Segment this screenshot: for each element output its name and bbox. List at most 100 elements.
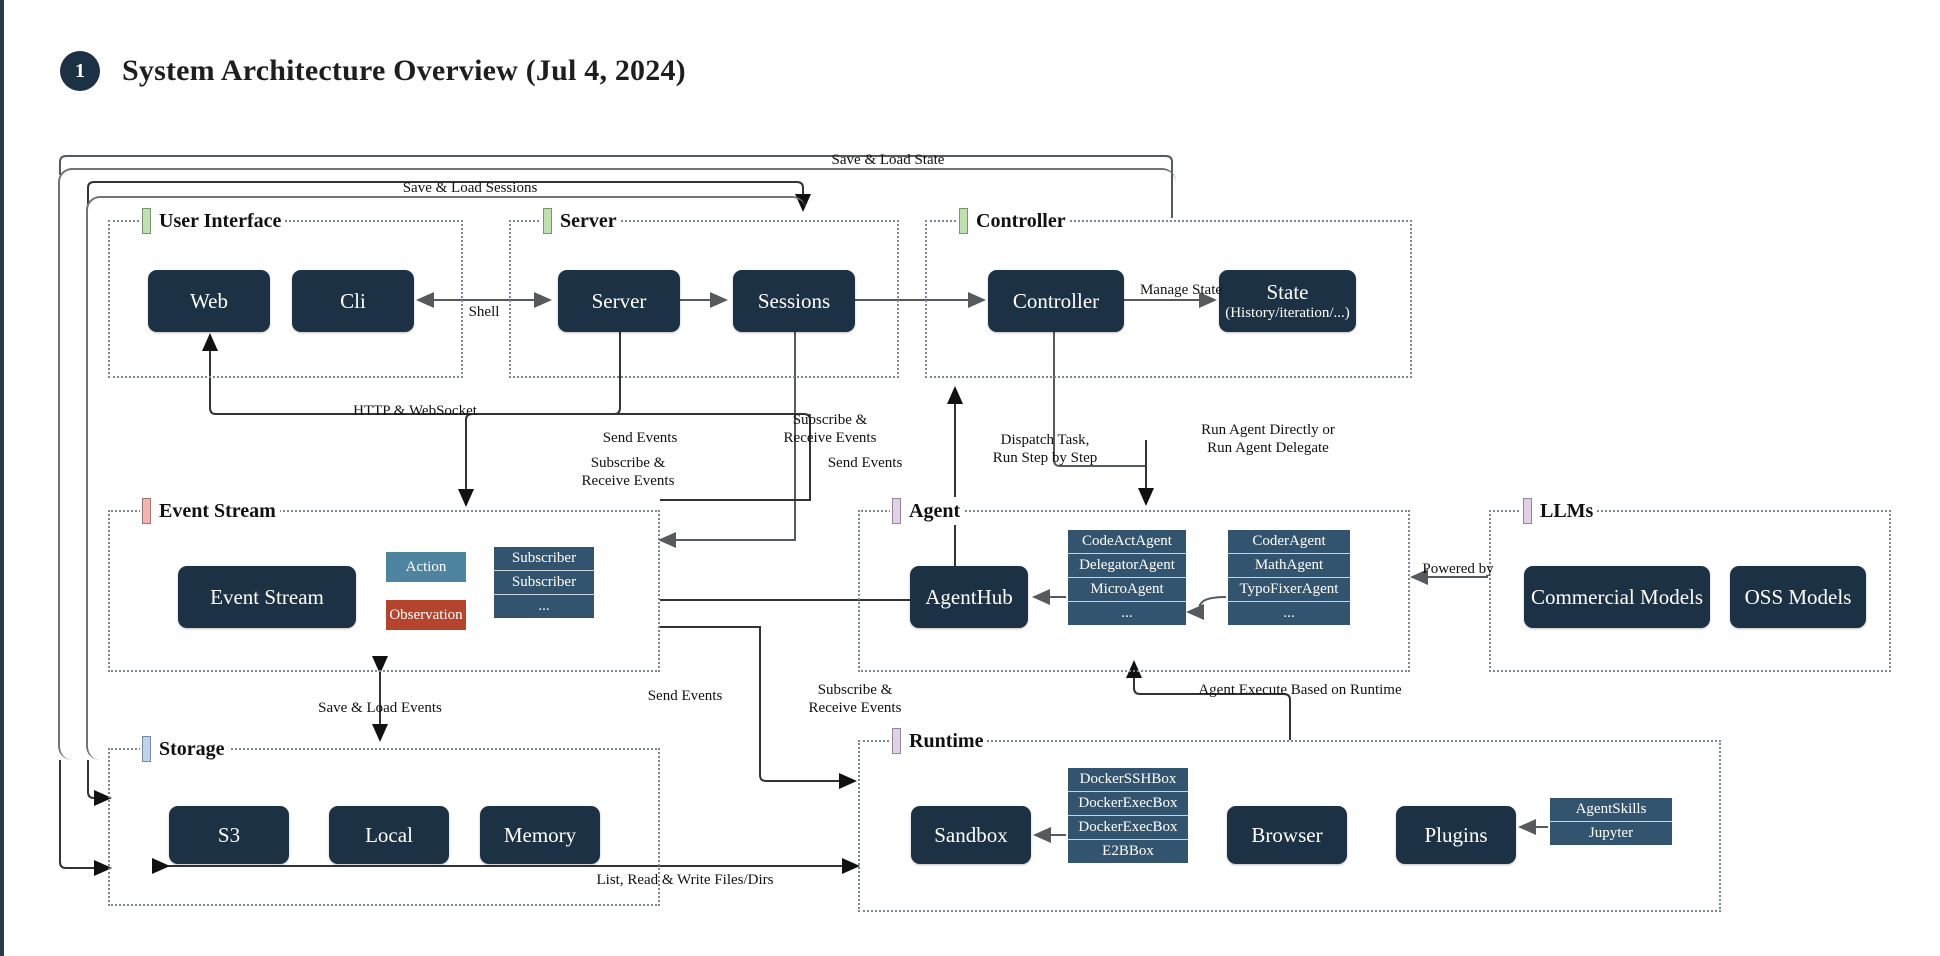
- node-cli[interactable]: Cli: [292, 270, 414, 332]
- node-agent-hub-label: AgentHub: [925, 584, 1013, 609]
- edge-label-powered-by: Powered by: [1422, 561, 1494, 577]
- stack-agents-right-item[interactable]: CoderAgent: [1228, 530, 1350, 554]
- tag-observation[interactable]: Observation: [386, 600, 466, 630]
- group-label-event-stream: Event Stream: [140, 497, 280, 525]
- stack-sandboxes-item[interactable]: DockerExecBox: [1068, 816, 1188, 840]
- group-title-runtime: Runtime: [909, 729, 984, 752]
- group-color-bar-agent: [892, 498, 901, 524]
- node-web[interactable]: Web: [148, 270, 270, 332]
- group-event-stream: Event Stream: [108, 497, 660, 672]
- stack-plugin-items-item[interactable]: AgentSkills: [1550, 798, 1672, 822]
- node-state-label: State: [1266, 279, 1309, 304]
- stack-sandboxes-item[interactable]: DockerExecBox: [1068, 792, 1188, 816]
- group-server: Server: [509, 207, 899, 378]
- group-storage: Storage: [108, 735, 660, 906]
- outer-container-sessions: [86, 196, 806, 760]
- group-llms: LLMs: [1489, 497, 1891, 672]
- node-s3[interactable]: S3: [169, 806, 289, 864]
- group-title-user-interface: User Interface: [159, 209, 282, 232]
- group-user-interface: User Interface: [108, 207, 463, 378]
- edge-label-subscribe-receive-3: Subscribe & Receive Events: [808, 682, 902, 716]
- stack-agents-right-item[interactable]: ...: [1228, 602, 1350, 625]
- node-event-stream-label: Event Stream: [210, 584, 324, 609]
- edge-label-manage-state: Manage State: [1139, 282, 1223, 298]
- stack-subscribers-item[interactable]: ...: [494, 595, 594, 618]
- group-title-event-stream: Event Stream: [159, 499, 276, 522]
- group-title-agent: Agent: [909, 499, 961, 522]
- node-plugins-label: Plugins: [1424, 822, 1488, 847]
- group-title-storage: Storage: [159, 737, 225, 760]
- node-server-label: Server: [591, 288, 647, 313]
- node-memory[interactable]: Memory: [480, 806, 600, 864]
- tag-observation-label: Observation: [389, 606, 463, 623]
- node-oss-models[interactable]: OSS Models: [1730, 566, 1866, 628]
- group-label-controller: Controller: [957, 207, 1070, 235]
- stack-agents-left-item[interactable]: ...: [1068, 602, 1186, 625]
- edge-label-http-websocket: HTTP & WebSocket: [353, 403, 477, 419]
- group-color-bar-controller: [959, 208, 968, 234]
- group-label-user-interface: User Interface: [140, 207, 286, 235]
- group-title-llms: LLMs: [1540, 499, 1594, 522]
- group-title-server: Server: [560, 209, 617, 232]
- stack-agents-right-item[interactable]: TypoFixerAgent: [1228, 578, 1350, 602]
- node-browser[interactable]: Browser: [1227, 806, 1347, 864]
- node-sandbox-label: Sandbox: [934, 822, 1008, 847]
- page-left-rule: [0, 0, 4, 956]
- stack-agents-left-item[interactable]: MicroAgent: [1068, 578, 1186, 602]
- tag-action-label: Action: [405, 558, 447, 575]
- group-color-bar-event-stream: [142, 498, 151, 524]
- node-state-sublabel: (History/iteration/...): [1225, 304, 1350, 321]
- node-web-label: Web: [190, 288, 228, 313]
- node-sessions-label: Sessions: [757, 288, 831, 313]
- stack-sandboxes-item[interactable]: E2BBox: [1068, 840, 1188, 863]
- node-cli-label: Cli: [340, 288, 366, 313]
- stack-agents-left-item[interactable]: DelegatorAgent: [1068, 554, 1186, 578]
- edge-label-dispatch-task: Dispatch Task, Run Step by Step: [992, 432, 1098, 466]
- node-sessions[interactable]: Sessions: [733, 270, 855, 332]
- node-sandbox[interactable]: Sandbox: [911, 806, 1031, 864]
- group-label-runtime: Runtime: [890, 727, 988, 755]
- group-color-bar-storage: [142, 736, 151, 762]
- edge-label-subscribe-receive-2: Subscribe & Receive Events: [783, 412, 877, 446]
- stack-plugin-items-item[interactable]: Jupyter: [1550, 822, 1672, 845]
- edge-label-save-load-state: Save & Load State: [831, 152, 945, 168]
- node-local[interactable]: Local: [329, 806, 449, 864]
- node-plugins[interactable]: Plugins: [1396, 806, 1516, 864]
- tag-action[interactable]: Action: [386, 552, 466, 582]
- node-state[interactable]: State (History/iteration/...): [1219, 270, 1356, 332]
- step-number-badge: 1: [60, 51, 100, 91]
- group-label-storage: Storage: [140, 735, 229, 763]
- page-header: 1 System Architecture Overview (Jul 4, 2…: [60, 45, 686, 97]
- group-agent: Agent: [858, 497, 1410, 672]
- stack-subscribers-item[interactable]: Subscriber: [494, 571, 594, 595]
- edge-label-send-events-2: Send Events: [827, 455, 903, 471]
- edge-label-save-load-sessions: Save & Load Sessions: [402, 180, 538, 196]
- node-oss-models-label: OSS Models: [1744, 584, 1852, 609]
- node-controller[interactable]: Controller: [988, 270, 1124, 332]
- node-event-stream[interactable]: Event Stream: [178, 566, 356, 628]
- stack-agents-right-item[interactable]: MathAgent: [1228, 554, 1350, 578]
- group-title-controller: Controller: [976, 209, 1066, 232]
- outer-container-state: [58, 168, 1176, 760]
- edge-label-save-load-events: Save & Load Events: [318, 700, 442, 716]
- group-runtime: Runtime: [858, 727, 1721, 912]
- node-server[interactable]: Server: [558, 270, 680, 332]
- group-label-server: Server: [541, 207, 621, 235]
- stack-subscribers-item[interactable]: Subscriber: [494, 547, 594, 571]
- node-agent-hub[interactable]: AgentHub: [910, 566, 1028, 628]
- group-label-llms: LLMs: [1521, 497, 1598, 525]
- node-commercial-models[interactable]: Commercial Models: [1524, 566, 1710, 628]
- group-color-bar-llms: [1523, 498, 1532, 524]
- stack-agents-left-item[interactable]: CodeActAgent: [1068, 530, 1186, 554]
- edge-label-run-agent: Run Agent Directly or Run Agent Delegate: [1201, 422, 1335, 456]
- stack-sandboxes-item[interactable]: DockerSSHBox: [1068, 768, 1188, 792]
- edge-label-send-events-3: Send Events: [647, 688, 723, 704]
- node-memory-label: Memory: [503, 822, 577, 847]
- page-title: System Architecture Overview (Jul 4, 202…: [122, 54, 686, 87]
- group-color-bar-user-interface: [142, 208, 151, 234]
